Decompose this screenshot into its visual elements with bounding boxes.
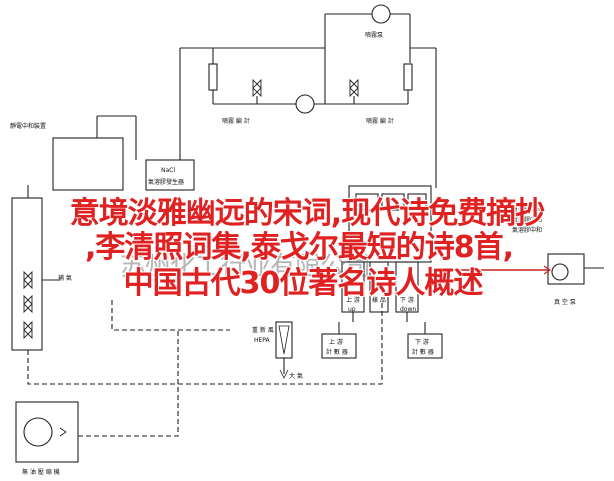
flowmeter-right: [403, 63, 413, 91]
valve-left-icon: [252, 78, 262, 98]
label-hepa: HEPA: [254, 337, 271, 344]
valve-right-icon: [349, 78, 359, 98]
label-flow-left: 噴霧 編 計: [222, 117, 250, 125]
label-sampler: 樣 品: [372, 296, 386, 304]
pump-top-icon: [371, 4, 391, 24]
label-exhaust: 大 氣: [289, 372, 303, 380]
label-air: 補 氣: [58, 274, 72, 282]
nacl-generator-box: [145, 159, 195, 191]
left-rack: [11, 197, 43, 351]
label-down-counter-1: 下 游: [415, 338, 429, 346]
generator-box: [52, 137, 124, 191]
label-up-en: up: [348, 306, 356, 313]
label-down-counter-2: 計 數 器: [412, 348, 434, 356]
label-pump-top: 噴霧泵: [365, 31, 383, 39]
label-right-2: 氣溶膠中和: [512, 216, 542, 224]
fan-icon: [295, 94, 315, 114]
label-right-1: 氣溶膠中和: [512, 206, 542, 214]
label-down-en: down: [400, 306, 416, 313]
label-right-3: 氣溶膠中和: [512, 226, 542, 234]
label-flow-right: 噴霧 編 計: [366, 117, 394, 125]
valve-air-icon: [23, 270, 33, 290]
vacuum-pump-icon: [551, 263, 569, 281]
label-generator: 靜電中和裝置: [10, 122, 46, 130]
label-down: 下 游: [400, 296, 414, 304]
label-compressor: 無 油 壓 縮 機: [22, 468, 60, 476]
watermark-ghost-text: 苏州化工行业有限公司: [120, 252, 371, 282]
compressor-icon: [23, 417, 53, 447]
label-up: 上 游: [346, 296, 360, 304]
label-up-counter-2: 計 數 器: [326, 348, 348, 356]
label-vacuum: 真 空 泵: [554, 298, 576, 306]
overlay-title-line-3: 中国古代30位著名诗人概述: [123, 266, 484, 301]
label-filter: 重 新 風: [252, 326, 274, 334]
compressor-box: [15, 401, 79, 463]
overlay-title-line-2: ,李清照词集,泰戈尔最短的诗8首,: [84, 230, 514, 265]
neutralizer-box: [348, 185, 432, 263]
overlay-title-line-1: 意境淡雅幽远的宋词,现代诗免费摘抄: [69, 196, 545, 231]
label-nacl: NaCl: [161, 167, 175, 174]
label-up-counter-1: 上 游: [329, 338, 343, 346]
label-nacl-sub: 氣溶膠發生器: [148, 178, 184, 186]
flowmeter-left: [208, 63, 218, 91]
sampler-center: [369, 261, 389, 313]
